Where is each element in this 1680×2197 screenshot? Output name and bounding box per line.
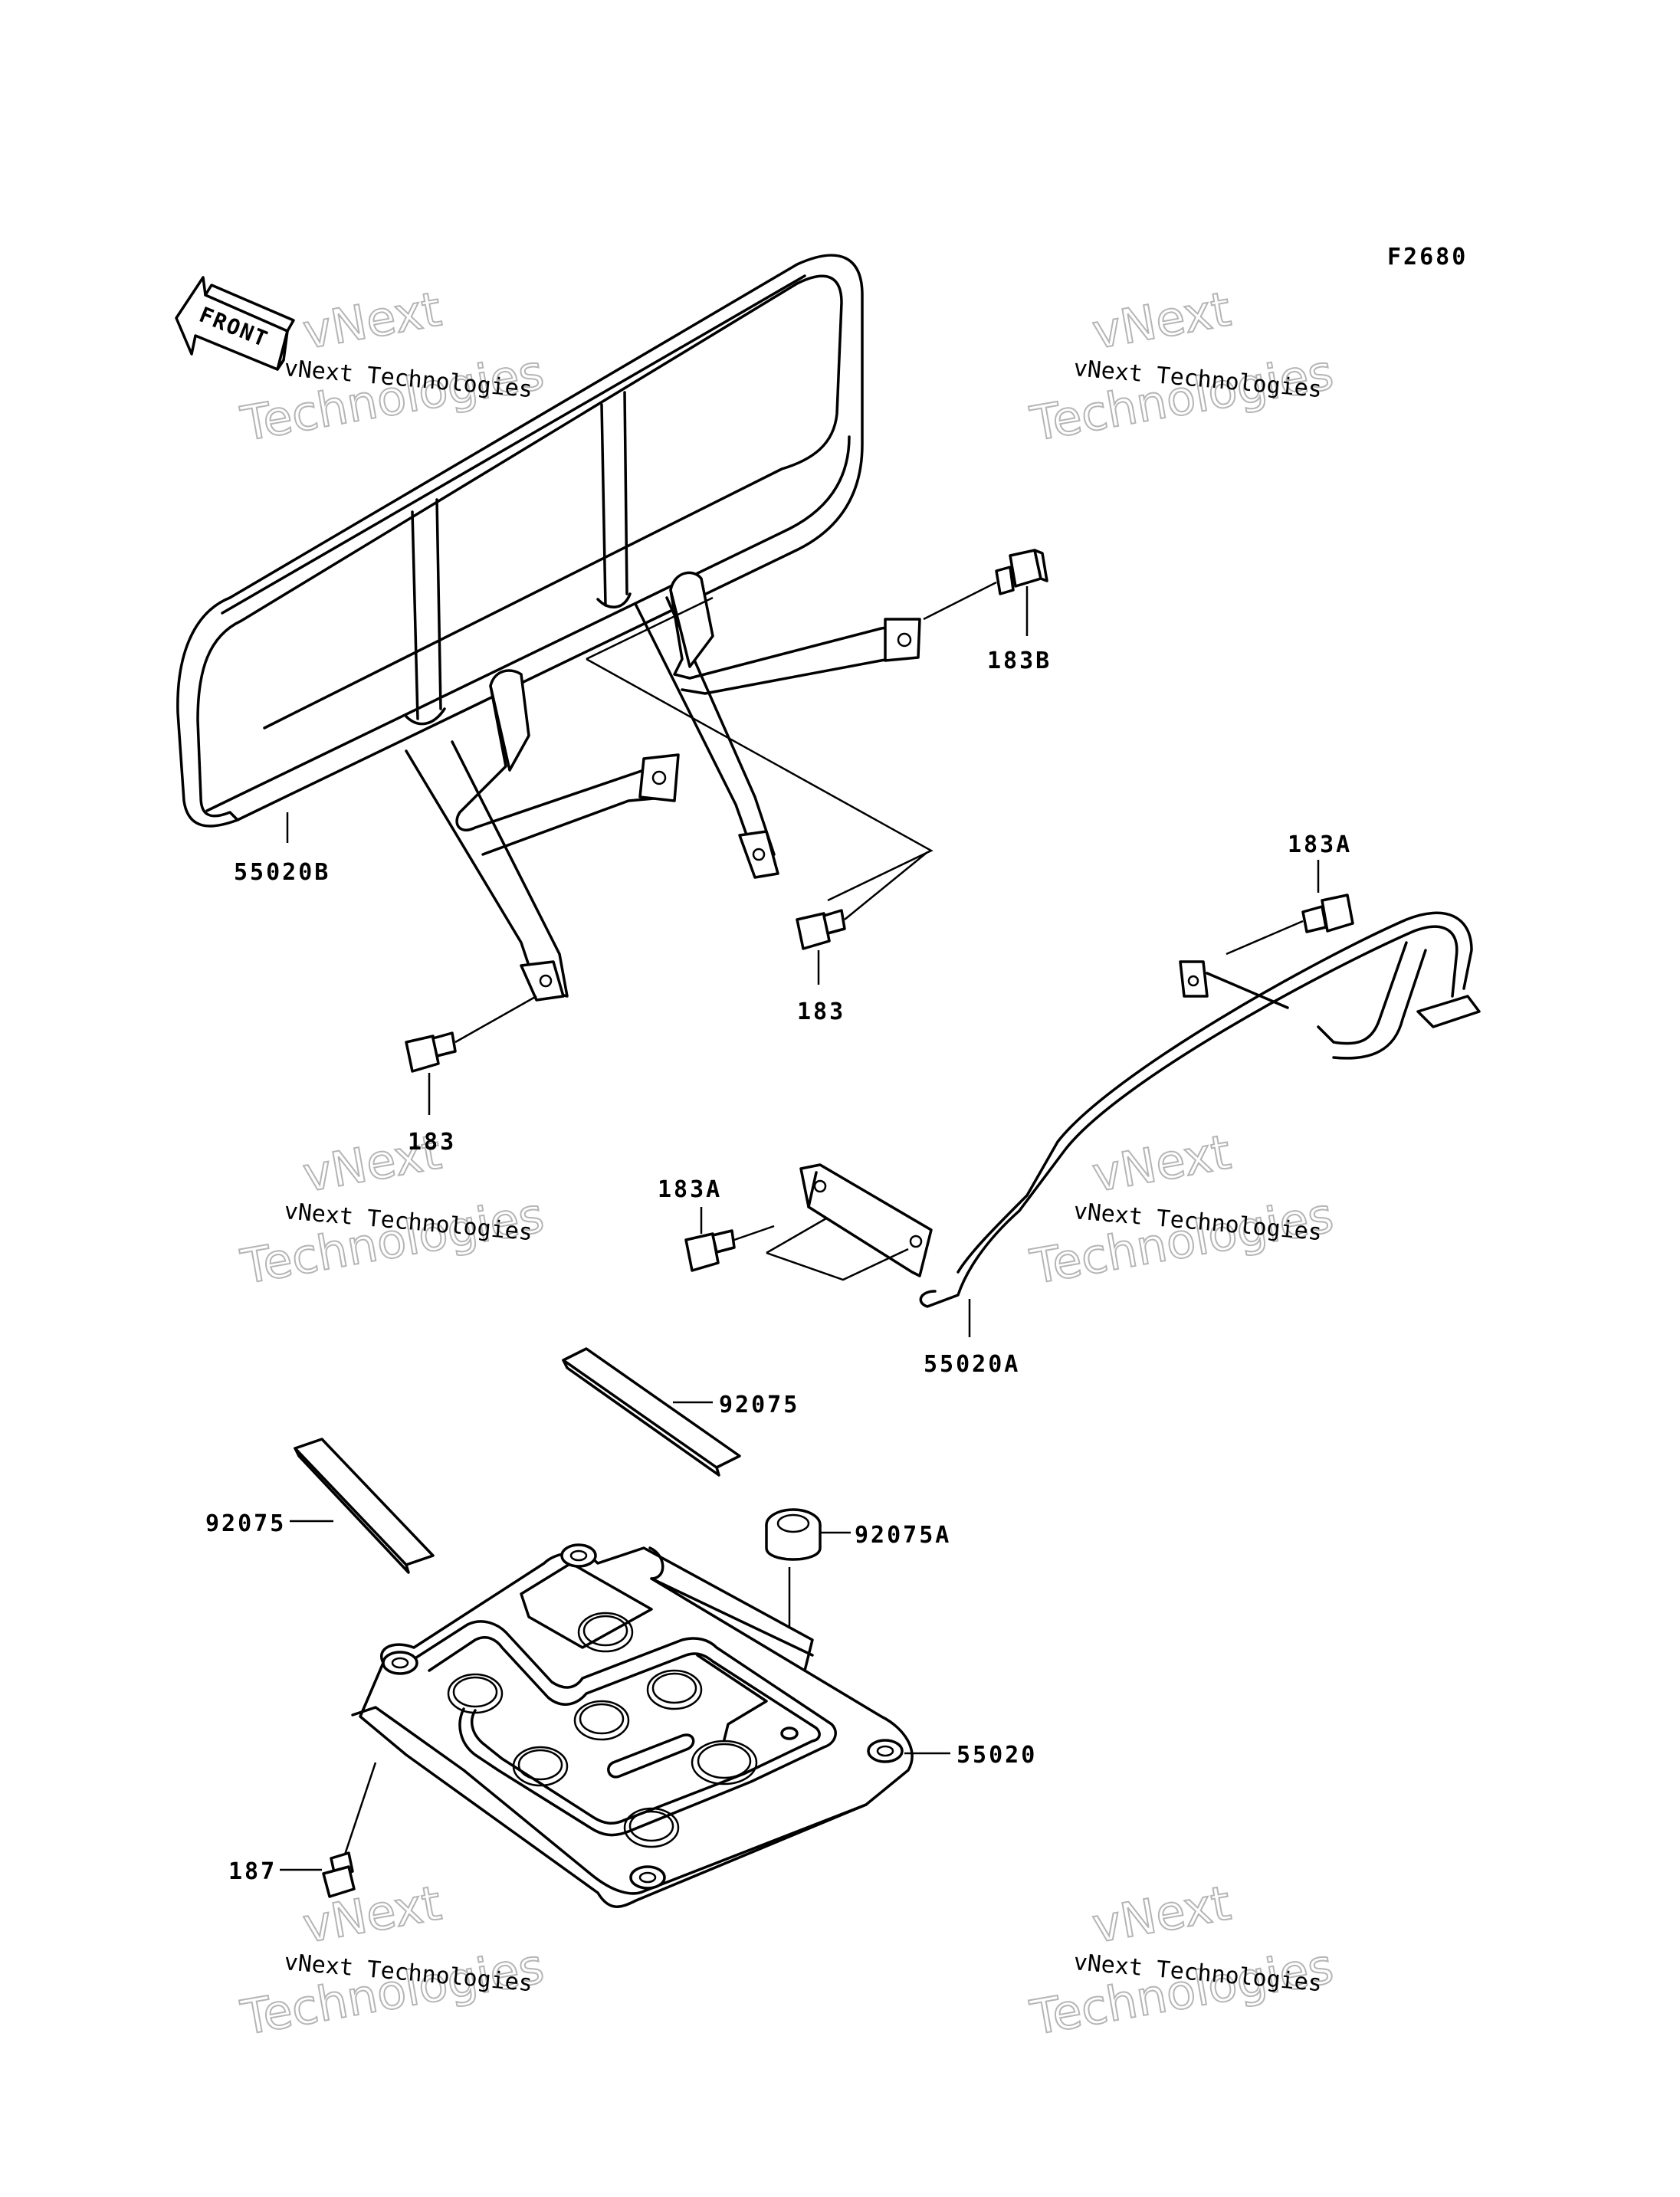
bolt-183-upper	[796, 851, 928, 950]
part-55020B-front-rack	[176, 254, 934, 1002]
watermark-mid-right: vNext Technologies vNext Technologies	[1025, 1123, 1338, 1296]
watermark-word-vnext: vNext	[1088, 1874, 1235, 1953]
bolt-183A-upper	[1226, 894, 1354, 956]
label-183-upper: 183	[797, 998, 845, 1025]
front-direction-arrow: FRONT	[175, 276, 295, 371]
label-55020B: 55020B	[234, 859, 330, 886]
watermark-bottom-left: vNext Technologies vNext Technologies	[236, 1874, 549, 2047]
part-92075-upper-pad	[562, 1347, 741, 1477]
watermark-top-left: vNext Technologies vNext Technologies	[236, 280, 549, 453]
bolt-183-lower	[405, 995, 537, 1073]
front-arrow-icon	[175, 276, 289, 371]
watermark-word-vnext: vNext	[1088, 280, 1235, 359]
watermark-word-vnext: vNext	[299, 280, 445, 359]
label-55020: 55020	[956, 1742, 1037, 1769]
part-55020-skid-plate	[351, 1543, 950, 1908]
label-183A-upper: 183A	[1288, 831, 1352, 858]
label-187: 187	[228, 1858, 277, 1885]
watermark-word-vnext: vNext	[299, 1874, 445, 1953]
label-183A-lower: 183A	[658, 1176, 722, 1203]
watermark-mid-left: vNext Technologies vNext Technologies	[236, 1123, 549, 1296]
bolt-183B	[923, 549, 1048, 621]
label-92075-upper: 92075	[719, 1392, 799, 1418]
label-55020A: 55020A	[924, 1351, 1020, 1378]
watermark-word-vnext: vNext	[1088, 1123, 1235, 1202]
label-92075-lower: 92075	[205, 1510, 286, 1537]
label-183B: 183B	[987, 648, 1052, 674]
figure-code: F2680	[1387, 244, 1468, 271]
part-92075-lower-pad	[290, 1438, 435, 1574]
label-92075A: 92075A	[855, 1522, 951, 1549]
part-55020A-rear-bar	[766, 911, 1481, 1308]
label-183-lower: 183	[408, 1129, 456, 1156]
bolt-187	[280, 1762, 377, 1898]
bolt-183A-lower	[684, 1225, 775, 1272]
watermark-bottom-right: vNext Technologies vNext Technologies	[1025, 1874, 1338, 2047]
watermark-top-right: vNext Technologies vNext Technologies	[1025, 280, 1338, 453]
